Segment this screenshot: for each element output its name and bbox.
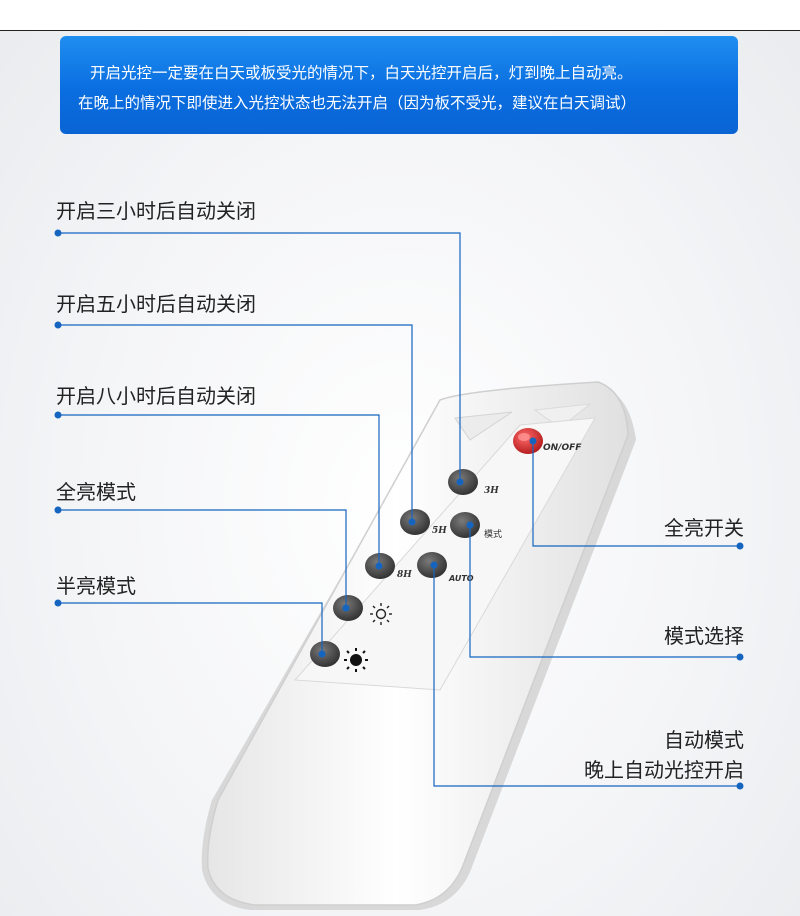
- leader-5h: [58, 324, 413, 522]
- button-mode-label: 模式: [484, 528, 502, 540]
- power-button[interactable]: [513, 428, 543, 454]
- callout-eight-hours: 开启八小时后自动关闭: [56, 384, 256, 408]
- callout-half-bright: 半亮模式: [56, 574, 136, 598]
- leader-dots: [54, 229, 744, 790]
- leader-8h: [58, 414, 380, 566]
- notice-line-2: 在晚上的情况下即使进入光控状态也无法开启（因为板不受光，建议在白天调试）: [78, 94, 637, 112]
- sun-filled-icon: [344, 648, 368, 672]
- top-bar: [0, 0, 800, 31]
- button-3h-label: 3H: [484, 486, 499, 496]
- leader-lines: [58, 232, 740, 787]
- leader-half-bright: [58, 602, 323, 654]
- leader-full-switch: [532, 441, 740, 547]
- callout-five-hours: 开启五小时后自动关闭: [56, 292, 256, 316]
- leader-auto-mode: [433, 565, 740, 787]
- button-auto-label: AUTO: [448, 574, 474, 583]
- callout-mode-select: 模式选择: [664, 624, 744, 648]
- leader-3h: [58, 232, 461, 482]
- button-5h-label: 5H: [432, 526, 447, 536]
- callout-three-hours: 开启三小时后自动关闭: [56, 199, 256, 223]
- notice-banner: 开启光控一定要在白天或板受光的情况下，白天光控开启后，灯到晚上自动亮。 在晚上的…: [60, 36, 738, 134]
- sun-outline-icon: [370, 603, 392, 625]
- callout-auto-mode-desc: 晚上自动光控开启: [584, 758, 744, 782]
- callout-full-bright: 全亮模式: [56, 480, 136, 504]
- callout-full-switch: 全亮开关: [664, 516, 744, 540]
- leader-mode-select: [469, 525, 740, 658]
- button-mode[interactable]: [450, 512, 480, 538]
- callout-auto-mode-title: 自动模式: [664, 728, 744, 752]
- power-button-label: ON/OFF: [543, 443, 582, 453]
- notice-line-1: 开启光控一定要在白天或板受光的情况下，白天光控开启后，灯到晚上自动亮。: [90, 64, 633, 82]
- remote-body: [201, 381, 636, 910]
- leader-full-bright: [58, 509, 347, 608]
- button-8h-label: 8H: [397, 570, 412, 580]
